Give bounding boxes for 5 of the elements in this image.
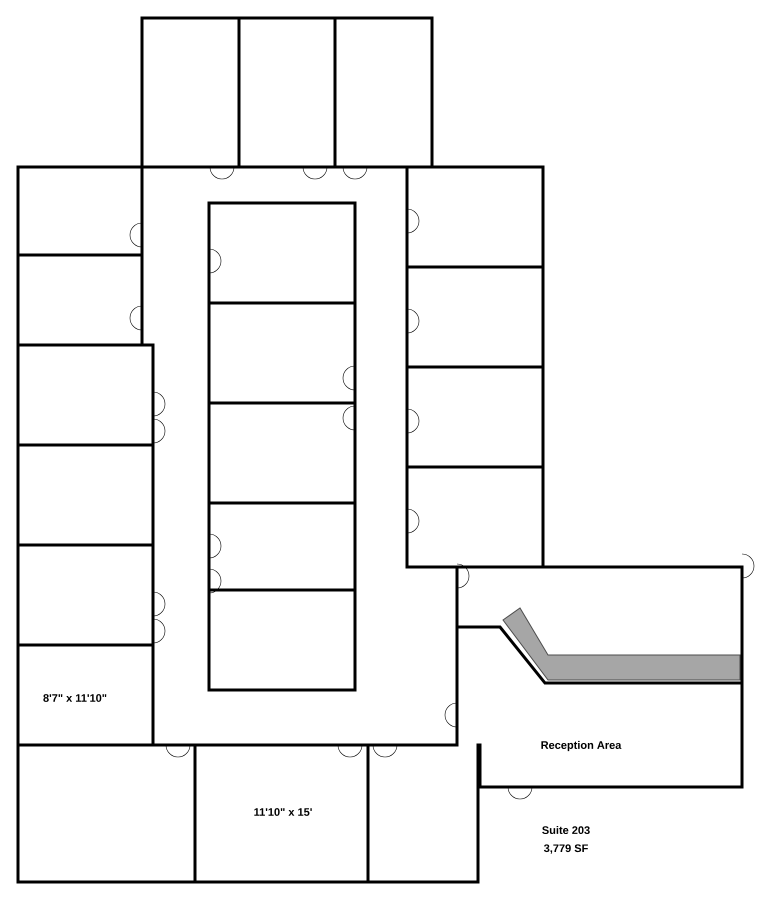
- suite-label: Suite 203: [542, 826, 590, 834]
- room-dimension: 11'10" x 15': [254, 808, 312, 816]
- area-label: 3,779 SF: [544, 844, 588, 854]
- room-dimension: 8'7" x 11'10": [43, 694, 106, 702]
- room-label: Reception Area: [541, 740, 622, 752]
